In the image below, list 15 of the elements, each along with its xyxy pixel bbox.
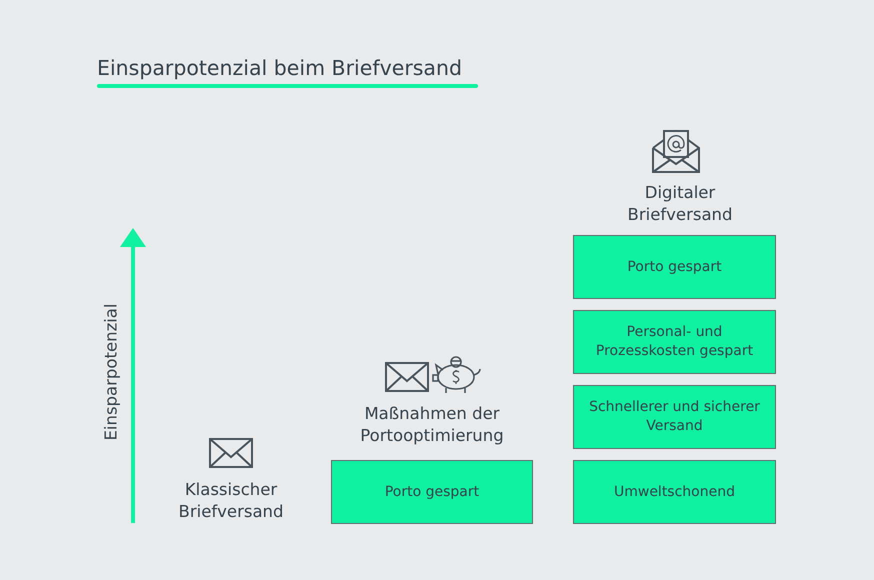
box-label: Schnellerer und sicherer Versand: [588, 398, 761, 436]
box-label: Porto gespart: [384, 482, 480, 502]
axis-label: Einsparpotenzial: [102, 303, 120, 441]
column-heading: Maßnahmen der Portooptimierung: [359, 403, 505, 447]
savings-box: [573, 310, 776, 374]
box-label: Umweltschonend: [614, 482, 735, 502]
savings-box: [573, 460, 776, 524]
savings-box: [573, 235, 776, 299]
box-label: Personal- und Prozesskosten gespart: [594, 323, 754, 361]
savings-box: [331, 460, 533, 524]
box-label: Porto gespart: [627, 258, 722, 276]
savings-box: [573, 385, 776, 449]
column-heading: Digitaler Briefversand: [626, 182, 734, 226]
title: Einsparpotenzial beim Briefversand: [97, 56, 462, 80]
column-heading: Klassischer Briefversand: [178, 479, 284, 523]
